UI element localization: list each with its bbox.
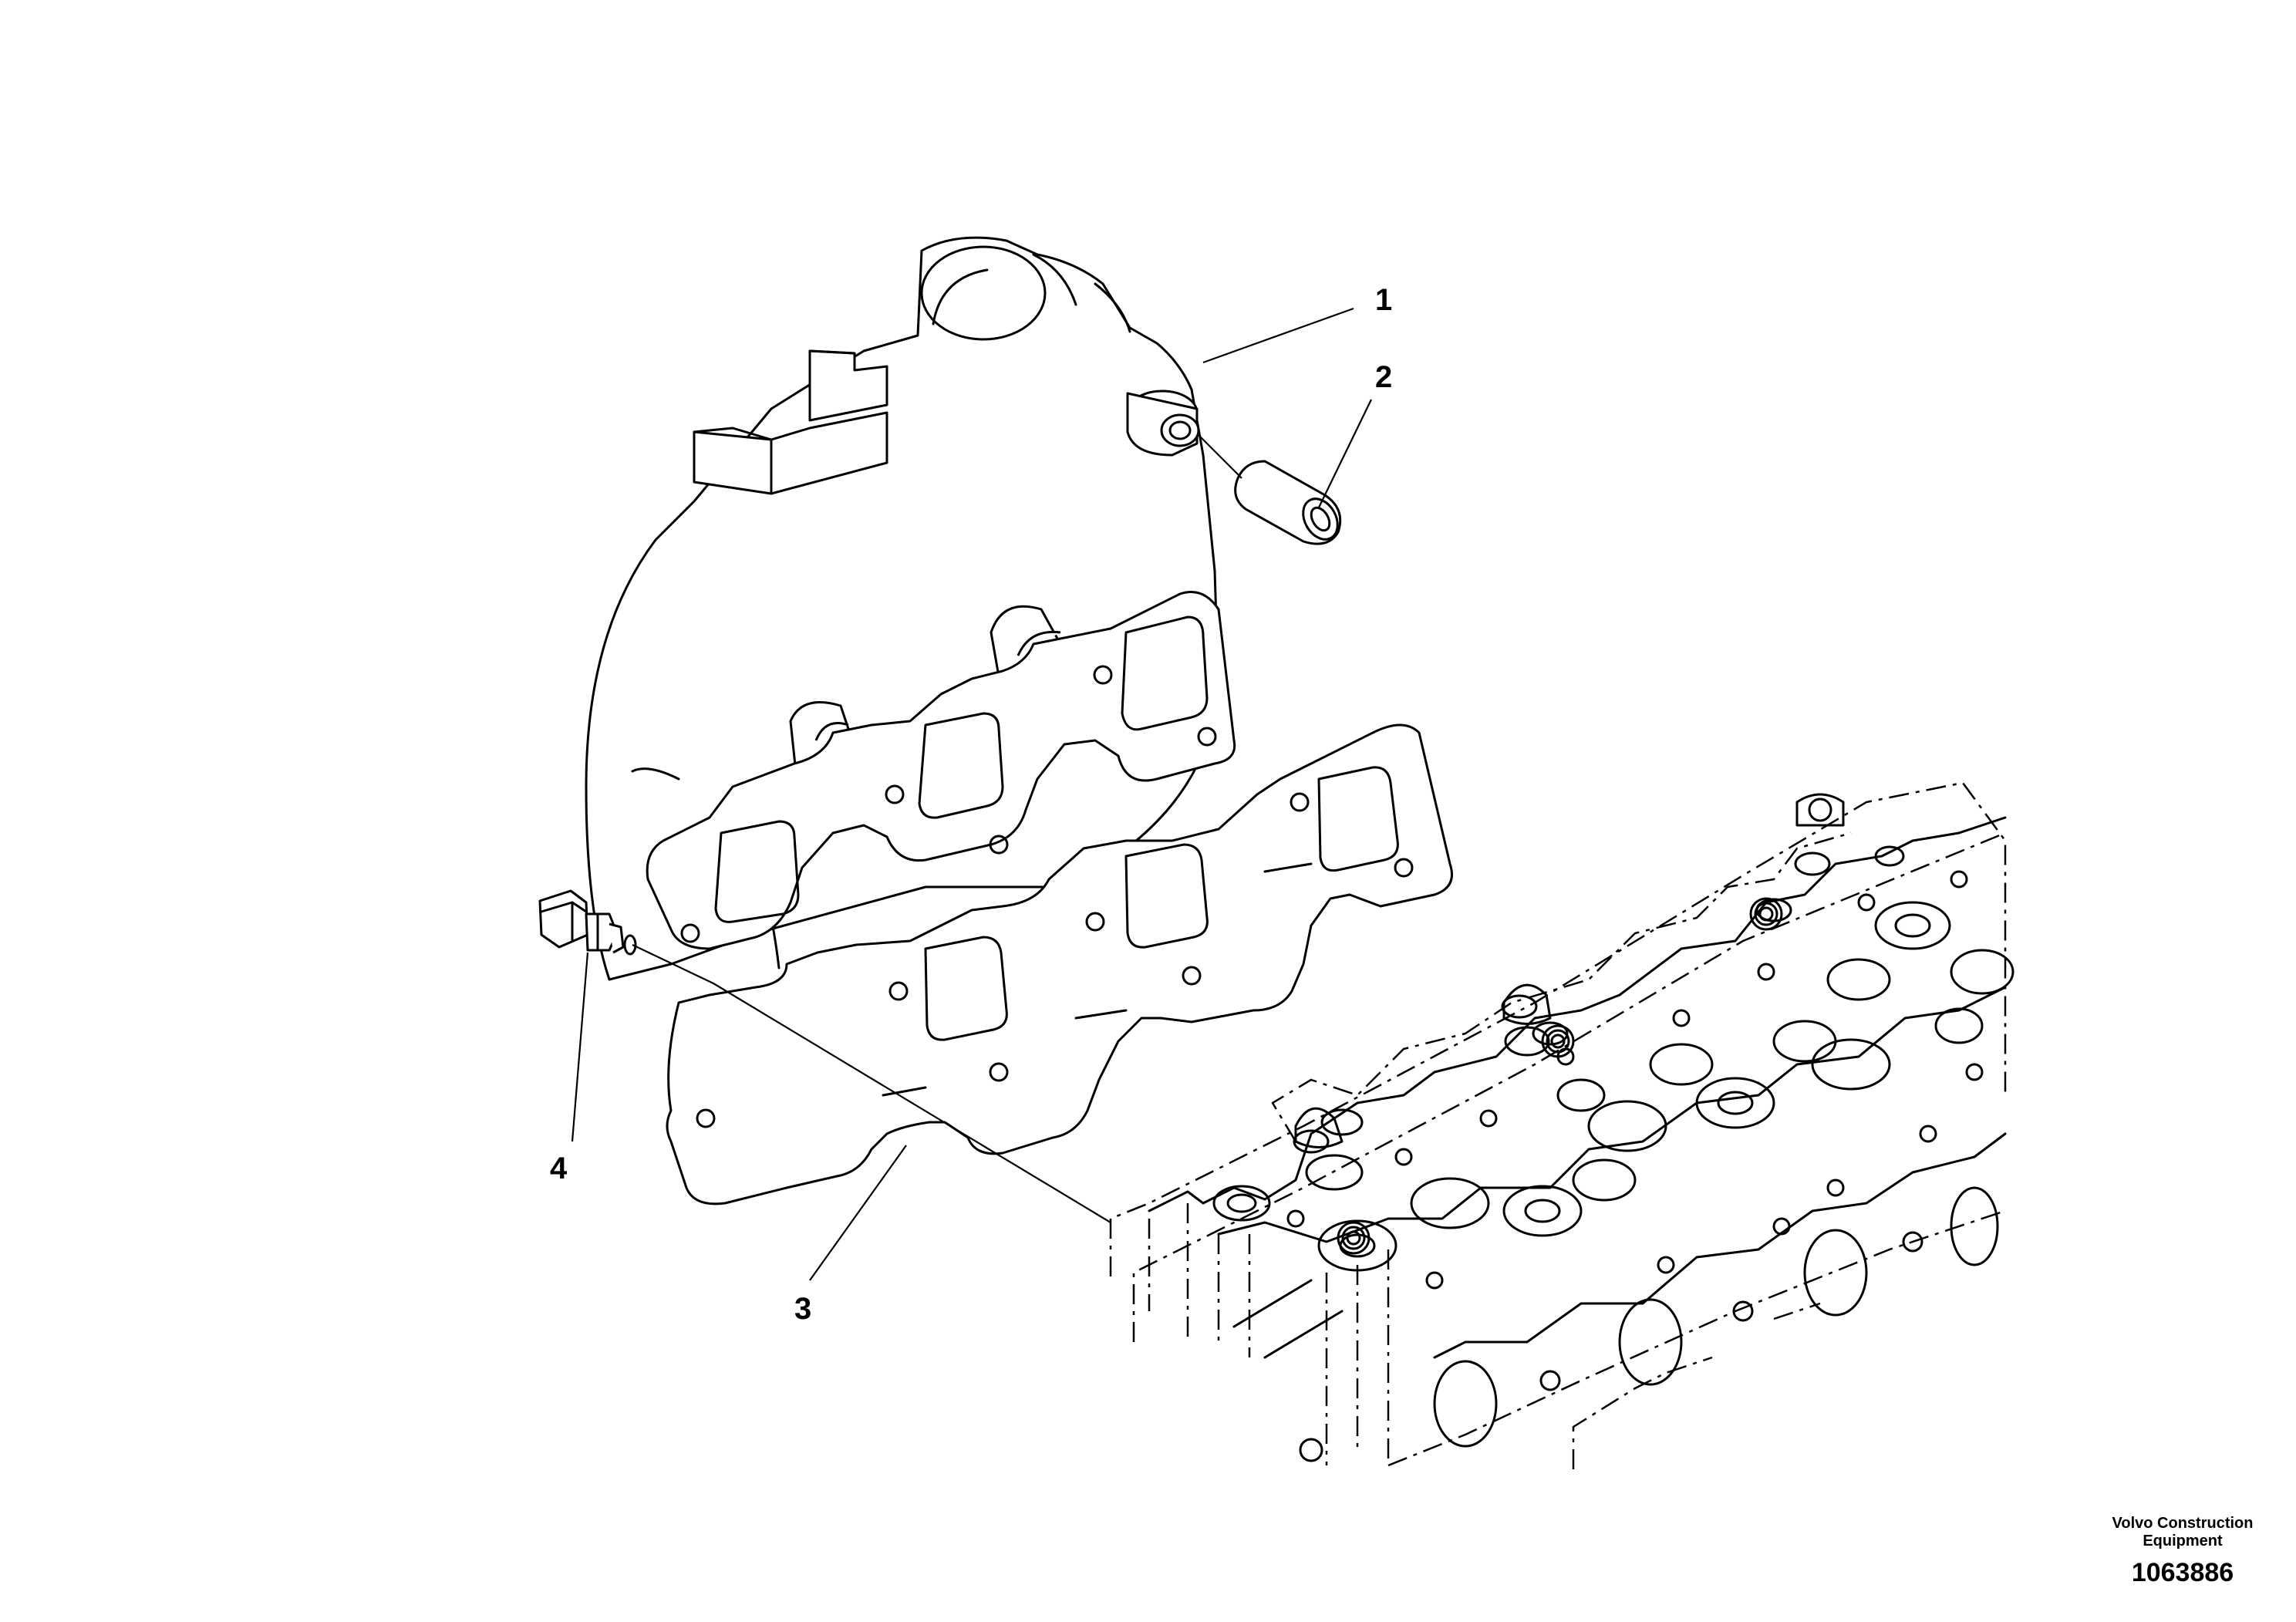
callout-3: 3 — [794, 1292, 811, 1326]
stud-pin — [1199, 435, 1342, 545]
company-name-line2: Equipment — [2143, 1533, 2223, 1549]
company-name-line1: Volvo Construction — [2112, 1515, 2254, 1532]
publisher-imprint: Volvo Construction Equipment 1063886 — [2067, 1515, 2296, 1588]
head-threaded-holes — [1337, 897, 1783, 1255]
callout-4: 4 — [550, 1152, 568, 1185]
cylinder-head — [1109, 781, 2014, 1469]
head-bolt-holes — [1286, 870, 1984, 1290]
head-side-ports — [1299, 1186, 1999, 1462]
leader-lines — [571, 307, 1372, 1281]
exhaust-manifold — [585, 236, 1236, 981]
bolt — [538, 889, 637, 956]
figure-number: 1063886 — [2131, 1558, 2234, 1587]
head-ports — [1212, 845, 2014, 1272]
callout-2: 2 — [1375, 360, 1392, 394]
gasket — [666, 723, 1453, 1206]
callout-1: 1 — [1375, 283, 1392, 317]
